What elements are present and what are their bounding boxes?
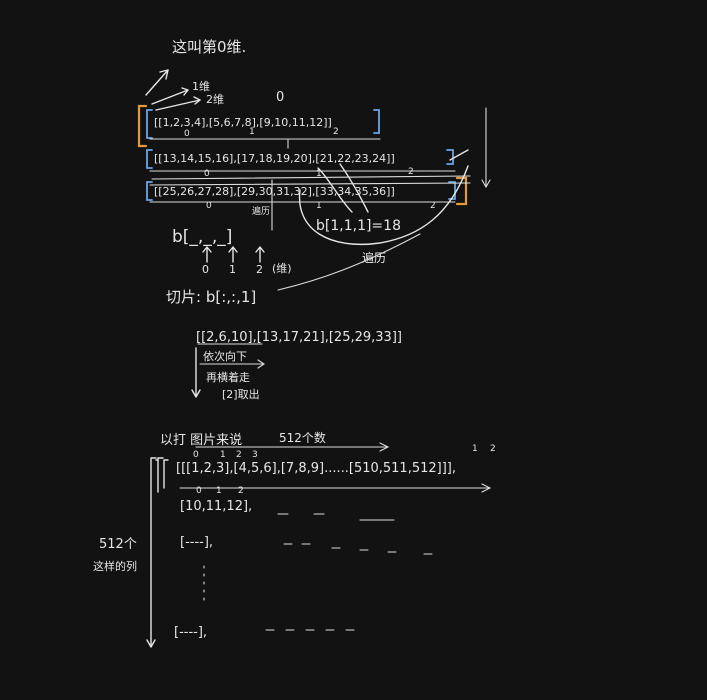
- b-idx-1: 1: [229, 263, 236, 276]
- outer-down-arrowhead: [146, 639, 156, 648]
- side-note-2: 这样的列: [93, 559, 137, 573]
- idx-top-r1: 1: [472, 444, 478, 454]
- block1-bracket-right: [446, 149, 454, 165]
- row3-sub-1: 1: [316, 201, 322, 211]
- top-index-arrow: [195, 442, 390, 452]
- row1-text: [[1,2,3,4],[5,6,7,8],[9,10,11,12]]: [154, 116, 332, 129]
- outer-big-bracket: [150, 457, 159, 647]
- row-third-dashes: [283, 543, 433, 555]
- row3-sub-2: 2: [430, 201, 436, 211]
- note2: 再横着走: [206, 370, 250, 384]
- row-second: [10,11,12],: [180, 499, 252, 514]
- block2-bracket-left: [146, 181, 153, 201]
- bianli-curve: [298, 165, 469, 245]
- bottom-title: 以打 图片来说: [160, 433, 242, 448]
- row2-sub-0: 0: [204, 169, 210, 179]
- note3: [2]取出: [222, 387, 260, 401]
- outer-bracket-3: [163, 459, 169, 489]
- row3-sub-0: 0: [206, 201, 212, 211]
- row-second-dashes: [277, 513, 395, 521]
- row2-sub-2: 2: [408, 167, 414, 177]
- row-first-idx-1: 1: [216, 486, 222, 496]
- row1-sub-1: 1: [249, 127, 255, 137]
- note1-arrow: [199, 359, 265, 369]
- axis0-title: 这叫第0维.: [172, 38, 246, 56]
- row-first-idx-2: 2: [238, 486, 244, 496]
- row-first-idx-0: 0: [196, 486, 202, 496]
- side-note-1: 512个: [99, 537, 137, 552]
- row2-arrow-line-b: [149, 182, 471, 186]
- slice-long-arrow: [277, 233, 421, 291]
- b-template: b[_,_,_]: [172, 227, 232, 247]
- row1-sub-2: 2: [333, 127, 339, 137]
- axis0-mark: 0: [276, 90, 284, 105]
- row2-arrow-line: [151, 175, 471, 180]
- outer-bracket-2: [157, 457, 164, 493]
- count-512: 512个数: [279, 430, 326, 445]
- row2-sub-1: 1: [316, 169, 322, 179]
- block0-bracket-right: [373, 109, 380, 134]
- idx-top-1: 1: [220, 450, 226, 460]
- idx-top-r2: 2: [490, 444, 496, 454]
- index-arrow-2: [339, 163, 369, 213]
- axis1-arrowhead: [181, 87, 189, 96]
- row-first: [[[1,2,3],[4,5,6],[7,8,9]......[510,511,…: [176, 461, 456, 476]
- axis2-arrowhead: [193, 96, 201, 105]
- row-first-arrow: [179, 483, 492, 493]
- axis1-arrow: [151, 89, 189, 105]
- axis2-arrow: [155, 99, 201, 111]
- b-idx2-arrow: [255, 246, 265, 263]
- index-example: b[1,1,1]=18: [316, 218, 401, 234]
- idx-top-0: 0: [193, 450, 199, 460]
- block2-bracket-right: [448, 181, 456, 200]
- block1-bracket-left: [146, 149, 153, 169]
- outer-bracket-right: [455, 176, 468, 206]
- slice-result: [[2,6,10],[13,17,21],[25,29,33]]: [196, 330, 402, 345]
- note1: 依次向下: [203, 349, 247, 363]
- b-idx0-arrow: [202, 246, 212, 263]
- row-third: [----],: [180, 535, 213, 550]
- row3-text: [[25,26,27,28],[29,30,31,32],[33,34,35,3…: [154, 185, 395, 198]
- idx-top-2: 2: [236, 450, 242, 460]
- notes-down-arrowhead: [191, 389, 201, 398]
- idx-top-3: 3: [252, 450, 258, 460]
- b-idx-note: (维): [272, 262, 292, 275]
- row-last: [----],: [174, 625, 207, 640]
- block0-bracket-left: [146, 109, 153, 139]
- slice-label: 切片: b[:,:,1]: [166, 288, 256, 306]
- outer-bracket-left: [137, 104, 148, 148]
- row2-text: [[13,14,15,16],[17,18,19,20],[21,22,23,2…: [154, 152, 395, 165]
- axis0-arrow: [145, 69, 169, 96]
- b-idx1-arrow: [228, 246, 238, 263]
- bianli-small: 遍历: [252, 205, 270, 217]
- b-idx-0: 0: [202, 263, 209, 276]
- axis0-arrowhead: [159, 69, 169, 80]
- row1-sub-0: 0: [184, 129, 190, 139]
- right-vertical-arrowhead: [481, 179, 491, 189]
- bianli-arrow-tip: [449, 149, 469, 161]
- index-arrow-1: [317, 167, 353, 213]
- axis2-label: 2维: [206, 93, 224, 106]
- b-idx-2: 2: [256, 263, 263, 276]
- axis1-label: 1维: [192, 80, 210, 93]
